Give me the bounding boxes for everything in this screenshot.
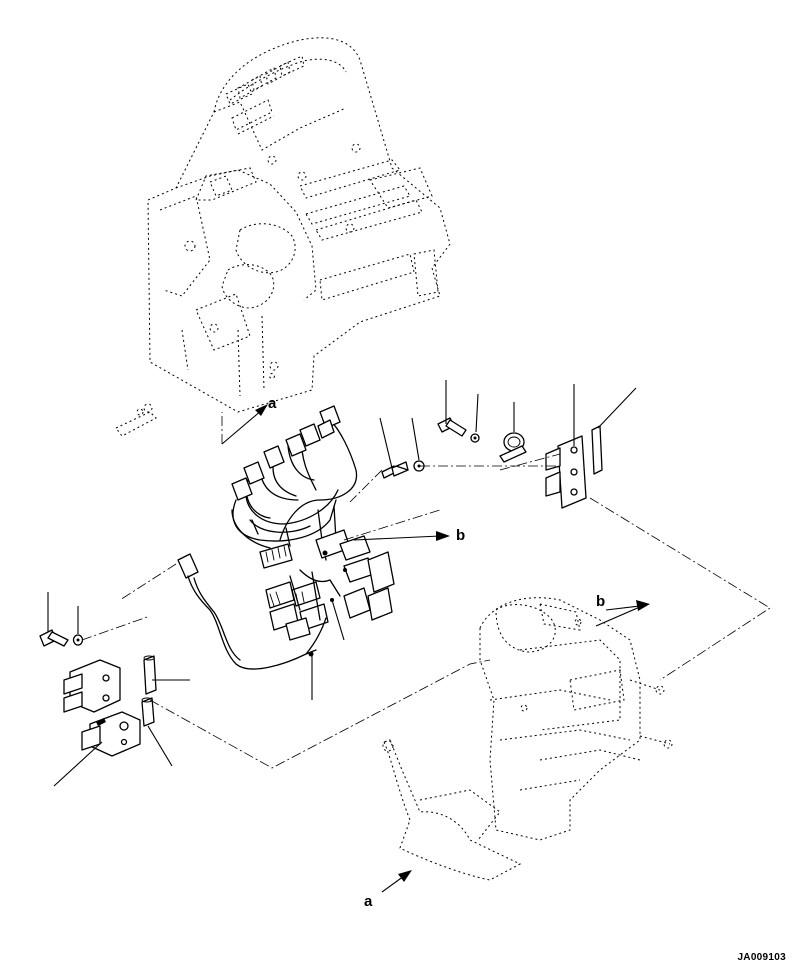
drawing-code: JA009103 bbox=[737, 952, 786, 963]
ref-label-b-frame: b bbox=[596, 593, 605, 610]
leader-lines bbox=[47, 380, 637, 787]
clamp bbox=[499, 432, 527, 463]
bolt-washer-pair-2 bbox=[437, 417, 480, 443]
spacer-rods-left bbox=[141, 655, 157, 727]
ref-label-b-harness: b bbox=[456, 527, 465, 544]
ref-arrow-b-frame bbox=[595, 600, 650, 627]
bracket-left bbox=[63, 659, 121, 713]
relay-block bbox=[259, 529, 395, 641]
connector-cluster bbox=[231, 405, 358, 561]
wire-harness bbox=[177, 553, 327, 670]
bolt-washer-left bbox=[39, 629, 84, 647]
control-console-phantom bbox=[147, 37, 451, 413]
guide-lines bbox=[81, 453, 771, 769]
ref-label-a-top: a bbox=[268, 395, 277, 412]
spacer-rod-right bbox=[591, 425, 603, 475]
bolt-washer-pair-1 bbox=[381, 460, 425, 479]
bracket-left-lower bbox=[81, 711, 141, 757]
ref-arrow-a-bottom bbox=[381, 870, 412, 893]
relay-bracket-right bbox=[545, 435, 587, 509]
ref-arrow-a-top bbox=[221, 404, 268, 445]
ref-arrow-b-harness bbox=[353, 531, 450, 541]
frame-phantom bbox=[382, 597, 673, 881]
phantom-bolt bbox=[115, 403, 157, 437]
ref-label-a-bottom: a bbox=[364, 893, 373, 910]
